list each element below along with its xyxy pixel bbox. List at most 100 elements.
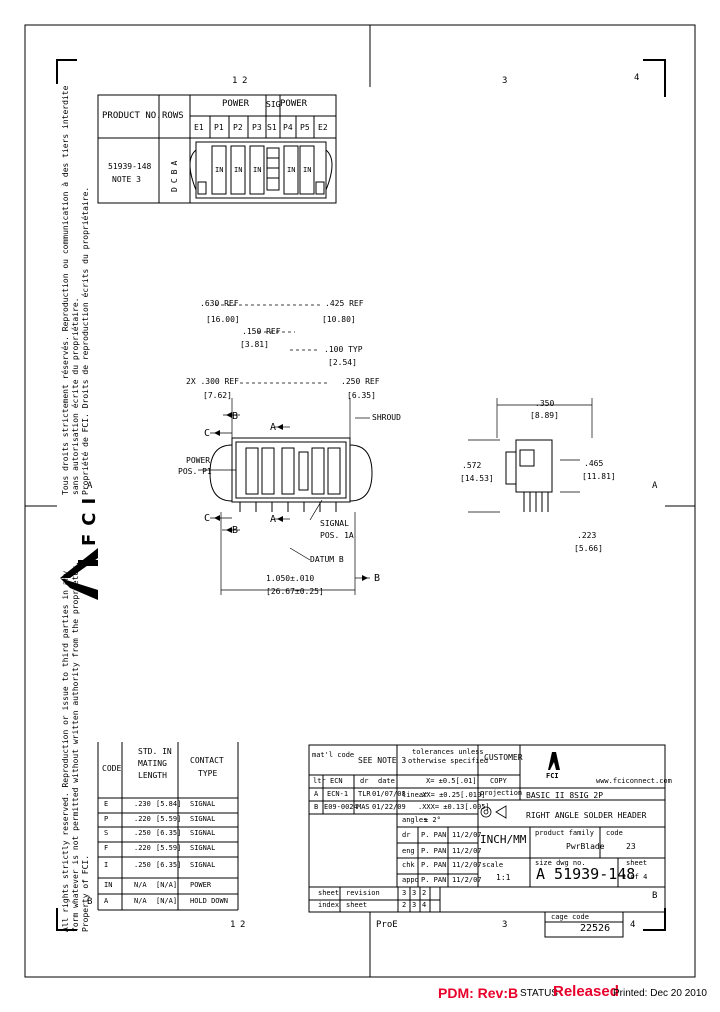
sig-role: appd <box>402 876 419 884</box>
dim-side-w: .350 <box>535 399 555 408</box>
sig-role: eng <box>402 847 415 855</box>
ct-header-stdm: STD. IN <box>138 747 172 756</box>
tb-index: index <box>318 901 340 909</box>
tb-unit: INCH/MM <box>480 833 527 846</box>
tb-rev-a-ltr: A <box>314 790 319 798</box>
pin-p3: IN <box>253 166 262 174</box>
header-product-no: PRODUCT NO. <box>102 111 162 121</box>
zone-left-b: B <box>87 897 93 907</box>
tb-tol3: .XXX= ±0.13[.005] <box>418 803 490 811</box>
sig-date: 11/2/07 <box>452 861 482 869</box>
status-value: Released <box>553 983 619 1000</box>
dim-425: .425 REF <box>325 299 364 308</box>
tb-rev-b-ecn: E09-0024 <box>324 803 358 811</box>
tb-cage-val: 22526 <box>580 923 611 934</box>
product-note: NOTE 3 <box>112 175 141 184</box>
tb-rev-b-dr: MAS <box>357 803 370 811</box>
dim-250-mm: [6.35] <box>347 391 376 400</box>
col-p4: P4 <box>283 123 293 132</box>
ct-code: P <box>104 815 109 823</box>
dim-150: .150 REF <box>242 327 281 336</box>
col-p5: P5 <box>300 123 310 132</box>
tb-col-dr: dr <box>360 777 369 785</box>
tb-family-val: PwrBlade <box>566 842 605 851</box>
rows-letters: DCBA <box>170 156 179 192</box>
tb-col-ltr: ltr <box>313 777 326 785</box>
tb-grid-t2: 3 <box>412 889 417 897</box>
tb-website: www.fciconnect.com <box>596 777 672 785</box>
zone-top-4: 4 <box>634 73 640 83</box>
ct-code: E <box>104 800 109 808</box>
tb-col-date: date <box>378 777 395 785</box>
zone-top-3: 3 <box>502 76 508 86</box>
ct-code: F <box>104 844 109 852</box>
sig-date: 11/2/07 <box>452 847 482 855</box>
tb-code-val: 23 <box>626 842 636 851</box>
tb-copy: COPY <box>490 777 507 785</box>
dim-side-w-mm: [8.89] <box>530 411 559 420</box>
copyright-en-3: Property of FCI. <box>81 854 90 932</box>
label-shroud: SHROUD <box>372 413 401 422</box>
tb-seenote: SEE NOTE 3 <box>358 756 407 765</box>
fci-logo-mark <box>60 548 98 600</box>
ct-len: .220 <box>134 815 151 823</box>
pin-p2: IN <box>234 166 243 174</box>
dim-side-h1: .572 <box>462 461 482 470</box>
zone-right-a: A <box>652 481 658 491</box>
callout-b-top: B <box>232 411 239 422</box>
tb-dwg-no: A 51939-148 <box>536 865 636 883</box>
ct-mm: [5.84] <box>156 800 182 808</box>
tb-grid-t3: 2 <box>422 889 427 897</box>
sig-role: chk <box>402 861 415 869</box>
tb-customer: CUSTOMER <box>484 753 523 762</box>
sig-name: P. PAN <box>421 876 447 884</box>
tb-col-ecn: ECN <box>330 777 343 785</box>
copyright-fr-3: Propriété de FCI. Droits de reproduction… <box>81 186 90 495</box>
dim-side-h2: .465 <box>584 459 604 468</box>
pin-p5: IN <box>303 166 312 174</box>
tb-code-label: code <box>606 829 623 837</box>
tb-rev-a-ecn: ECN-1 <box>327 790 349 798</box>
dim-300: 2X .300 REF <box>186 377 239 386</box>
tb-scale-val: 1:1 <box>496 873 511 882</box>
dim-150-mm: [3.81] <box>240 340 269 349</box>
tb-rev-b-date: 01/22/09 <box>372 803 406 811</box>
tb-grid-b3: 4 <box>422 901 427 909</box>
col-e2: E2 <box>318 123 328 132</box>
callout-a-top: A <box>270 422 277 433</box>
dim-side-h1-mm: [14.53] <box>460 474 494 483</box>
ct-type: SIGNAL <box>190 844 216 852</box>
ct-type: HOLD DOWN <box>190 897 228 905</box>
callout-c-top: C <box>204 428 211 439</box>
ct-len: .230 <box>134 800 151 808</box>
ct-mm: [N/A] <box>156 881 178 889</box>
ct-type: SIGNAL <box>190 829 216 837</box>
callout-b-lower: B <box>232 525 239 536</box>
tb-projection: projection <box>480 789 523 797</box>
tb-grid-t1: 3 <box>402 889 407 897</box>
tb-angles: angles <box>402 816 428 824</box>
dim-side-h3-mm: [5.66] <box>574 544 603 553</box>
ct-header-contact: CONTACT <box>190 756 224 765</box>
label-signal: SIGNAL <box>320 519 349 528</box>
ct-mm: [N/A] <box>156 897 178 905</box>
col-e1: E1 <box>194 123 204 132</box>
tb-tol-line2: otherwise specified <box>408 757 489 765</box>
header-rows: ROWS <box>162 111 184 121</box>
col-p2: P2 <box>233 123 243 132</box>
tb-tol-line1: tolerances unless <box>412 748 484 756</box>
tb-cage-label: cage code <box>551 913 589 921</box>
ct-code: IN <box>104 881 113 889</box>
tb-matcode: mat'l code <box>312 751 355 759</box>
label-signal-pos: POS. 1A <box>320 531 354 540</box>
tb-sheet-val: 1 of 4 <box>622 873 648 881</box>
ct-mm: [6.35] <box>156 861 182 869</box>
dim-100: .100 TYP <box>324 345 363 354</box>
header-sig: SIG <box>266 100 281 109</box>
tb-linear: linear <box>402 791 428 799</box>
product-no-value: 51939-148 <box>108 162 152 171</box>
ct-mm: [5.59] <box>156 815 182 823</box>
tb-sheet2: sheet <box>346 901 368 909</box>
ct-len: N/A <box>134 897 147 905</box>
callout-a-bottom: A <box>270 514 277 525</box>
